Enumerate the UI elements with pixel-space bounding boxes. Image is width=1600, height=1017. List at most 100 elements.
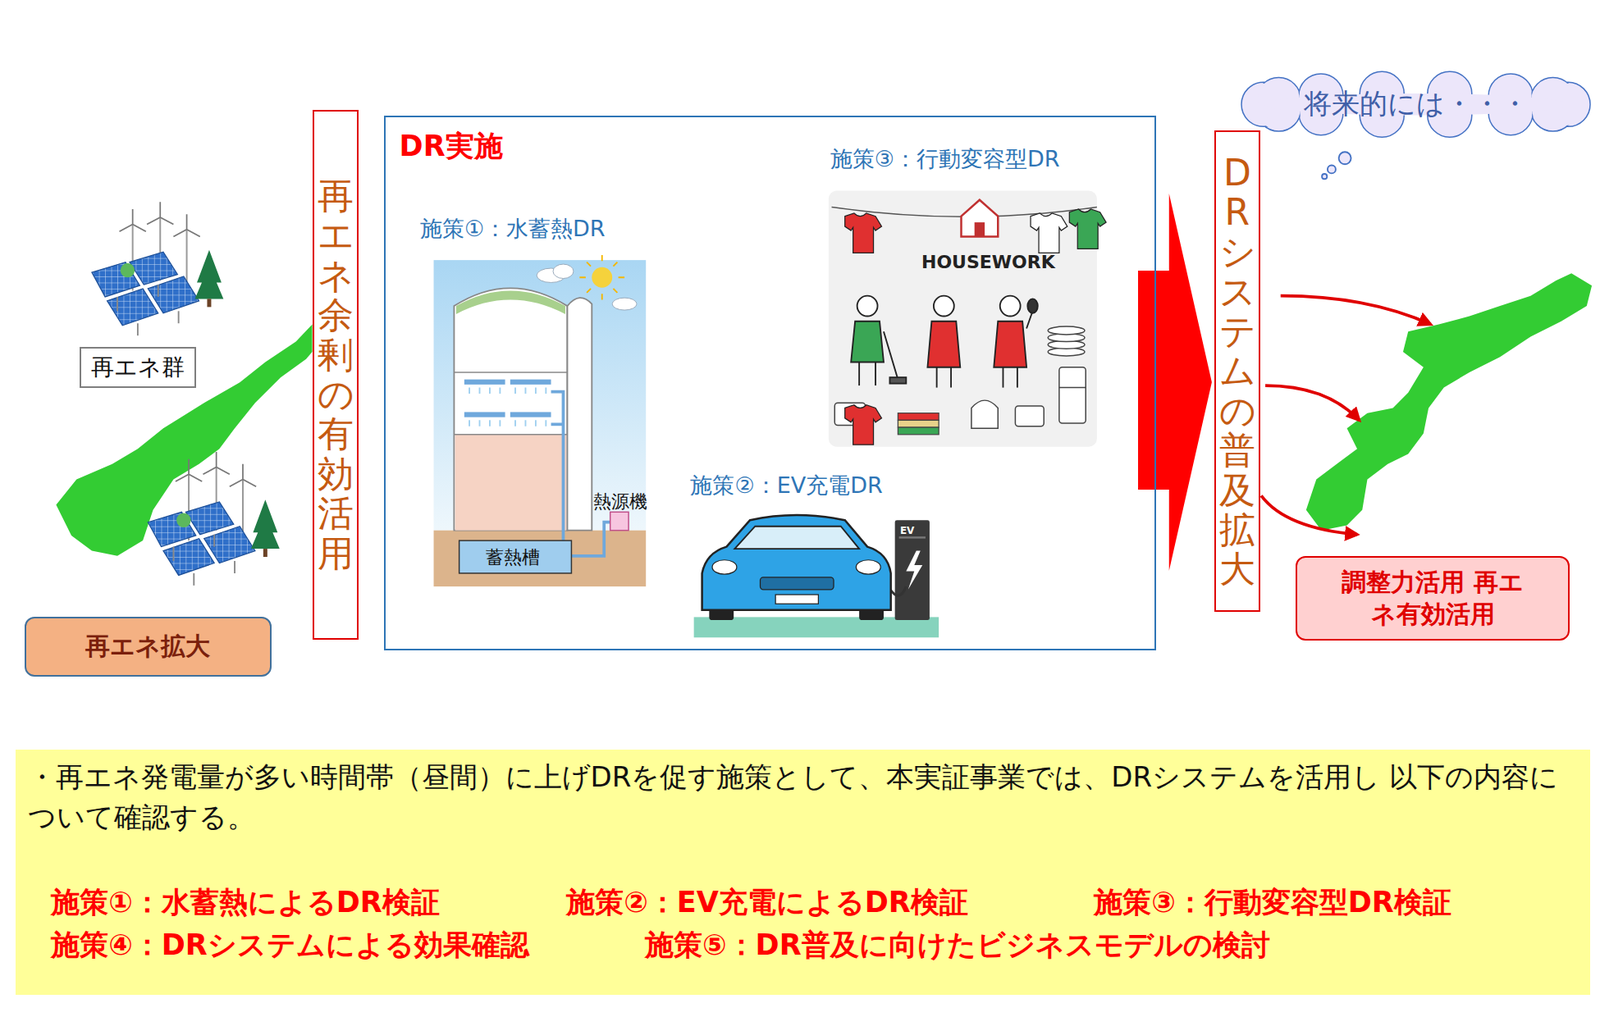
measure-panel: 施策③：行動変容型DR [830, 144, 1099, 449]
measure-item: 施策⑤：DR普及に向けたビジネスモデルの検討 [644, 926, 1271, 965]
result-box: 調整力活用 再エネ有効活用 [1295, 556, 1569, 641]
ev-illustration-part [759, 577, 834, 590]
housework-illustration-part [960, 200, 998, 238]
ev-illustration-part [775, 594, 819, 604]
pointer-arrow [1261, 296, 1431, 535]
ev-illustration-part [702, 515, 892, 611]
part-label: EV [900, 525, 915, 537]
water-storage-building-part-part [551, 392, 564, 557]
measure-item: 施策④：DRシステムによる効果確認 [50, 926, 530, 965]
housework-illustration-part-part [927, 321, 960, 368]
thought-bubble-part [1321, 173, 1327, 179]
housework-illustration-part-part [1027, 298, 1038, 313]
note-text: ・再エネ発電量が多い時間帯（昼間）に上げDRを促す施策として、本実証事業では、D… [27, 757, 1578, 839]
label-box: 再エネ群 [79, 347, 197, 389]
housework-illustration-part-part [1016, 367, 1019, 389]
water-storage-building-part-part [551, 422, 564, 426]
box-text: 施策②：EV充電DR [690, 470, 941, 501]
housework-illustration-part-part [857, 296, 878, 317]
water-storage-building-part [551, 392, 611, 557]
vertical-band: DRシステムの普及拡大 [1214, 130, 1261, 613]
housework-illustration-part-part [993, 321, 1027, 368]
renewables-icon-part [147, 452, 279, 586]
water-storage-building-part-part [469, 388, 546, 427]
group-box: 施策③：行動変容型DR 施策①：水蓄熱DR 施策②：EV充電DR DR実施 [384, 115, 1157, 652]
box-text: DR実施 [399, 127, 503, 166]
ev-illustration [694, 515, 939, 638]
ev-illustration-part [895, 520, 930, 621]
water-storage-building-part [579, 255, 625, 301]
housework-illustration-part-part [950, 367, 952, 389]
measure-item: 施策③：行動変容型DR検証 [1093, 883, 1452, 923]
ev-illustration-part [905, 551, 923, 590]
note-panel: ・再エネ発電量が多い時間帯（昼間）に上げDRを促す施策として、本実証事業では、D… [15, 749, 1591, 995]
water-storage-building-part-part [510, 411, 552, 417]
housework-illustration-part-part [897, 427, 939, 435]
water-storage-building-part [469, 388, 546, 427]
housework-illustration-part-part [933, 296, 955, 317]
water-storage-building-part [453, 372, 567, 435]
housework-illustration-part-part [936, 367, 938, 389]
pointer-arrow-part [1261, 495, 1358, 535]
pointer-arrow-part [1265, 385, 1359, 421]
housework-illustration-part-part [1000, 296, 1021, 317]
island-map [1306, 273, 1592, 531]
housework-illustration-part-part [883, 331, 898, 380]
box-text: 再エネ拡大 [85, 630, 211, 664]
housework-illustration-part-part [850, 321, 884, 363]
ev-illustration-part [712, 560, 737, 575]
renewables-icon-part [91, 201, 224, 336]
water-storage-building-part [566, 297, 592, 531]
box-text: 再エネ余剰の有効活用 [317, 176, 354, 574]
water-storage-building-part-part [464, 379, 506, 385]
housework-illustration-part-part [1059, 367, 1086, 424]
housework-illustration-part [845, 213, 883, 254]
housework-illustration-part-part [858, 361, 860, 386]
thought-bubble [1321, 151, 1351, 179]
ev-illustration-part [899, 536, 926, 539]
housework-illustration-part-part [1002, 367, 1005, 389]
water-storage-building-part [464, 379, 552, 418]
housework-illustration-part-part [897, 420, 939, 428]
part-label: 熱源機 [593, 489, 648, 515]
water-storage-building-part [434, 530, 647, 587]
vertical-band: 再エネ余剰の有効活用 [312, 109, 359, 640]
water-storage-building [434, 255, 647, 587]
ev-illustration-part [734, 526, 860, 549]
water-storage-building-part [591, 267, 613, 288]
housework-illustration-part [828, 191, 1098, 448]
water-storage-building-part-part [571, 522, 610, 557]
renewables-icon [91, 201, 280, 586]
water-storage-building-part-part [612, 297, 637, 311]
part-label: 蓄熱槽 [485, 545, 540, 571]
housework-illustration-part-part [1014, 406, 1044, 427]
housework-illustration-part [845, 405, 883, 446]
water-storage-building-part [610, 512, 629, 531]
water-storage-building-part-part [453, 371, 567, 373]
box-text: 施策③：行動変容型DR [830, 144, 1099, 174]
water-storage-building-part-part [453, 434, 567, 435]
block-arrow [1138, 193, 1212, 572]
part-label: HOUSEWORK [921, 251, 1056, 273]
housework-illustration [828, 191, 1107, 448]
water-storage-building-part-part [464, 411, 506, 417]
water-storage-building-part-part [510, 379, 552, 385]
water-storage-building-part [456, 290, 566, 315]
thought-cloud: 将来的には・・・ [1239, 69, 1592, 140]
box-text: 調整力活用 再エネ有効活用 [1334, 566, 1532, 631]
housework-illustration-part [974, 222, 985, 237]
housework-illustration-part [1069, 209, 1107, 250]
ev-illustration-part [855, 560, 881, 575]
island-map-part [1306, 273, 1592, 531]
housework-illustration-part [850, 296, 1038, 389]
box-text: DRシステムの普及拡大 [1219, 153, 1256, 590]
status-box: 再エネ拡大 [24, 617, 272, 677]
box-text: 施策①：水蓄熱DR [420, 214, 648, 244]
thought-bubble-part [1339, 151, 1352, 165]
water-storage-building-part [455, 434, 567, 531]
box-text: 将来的には・・・ [1303, 85, 1529, 124]
housework-illustration-part-part [971, 400, 998, 429]
housework-illustration-part-part [889, 377, 906, 384]
housework-illustration-part [1030, 213, 1068, 254]
housework-illustration-part [897, 413, 939, 435]
